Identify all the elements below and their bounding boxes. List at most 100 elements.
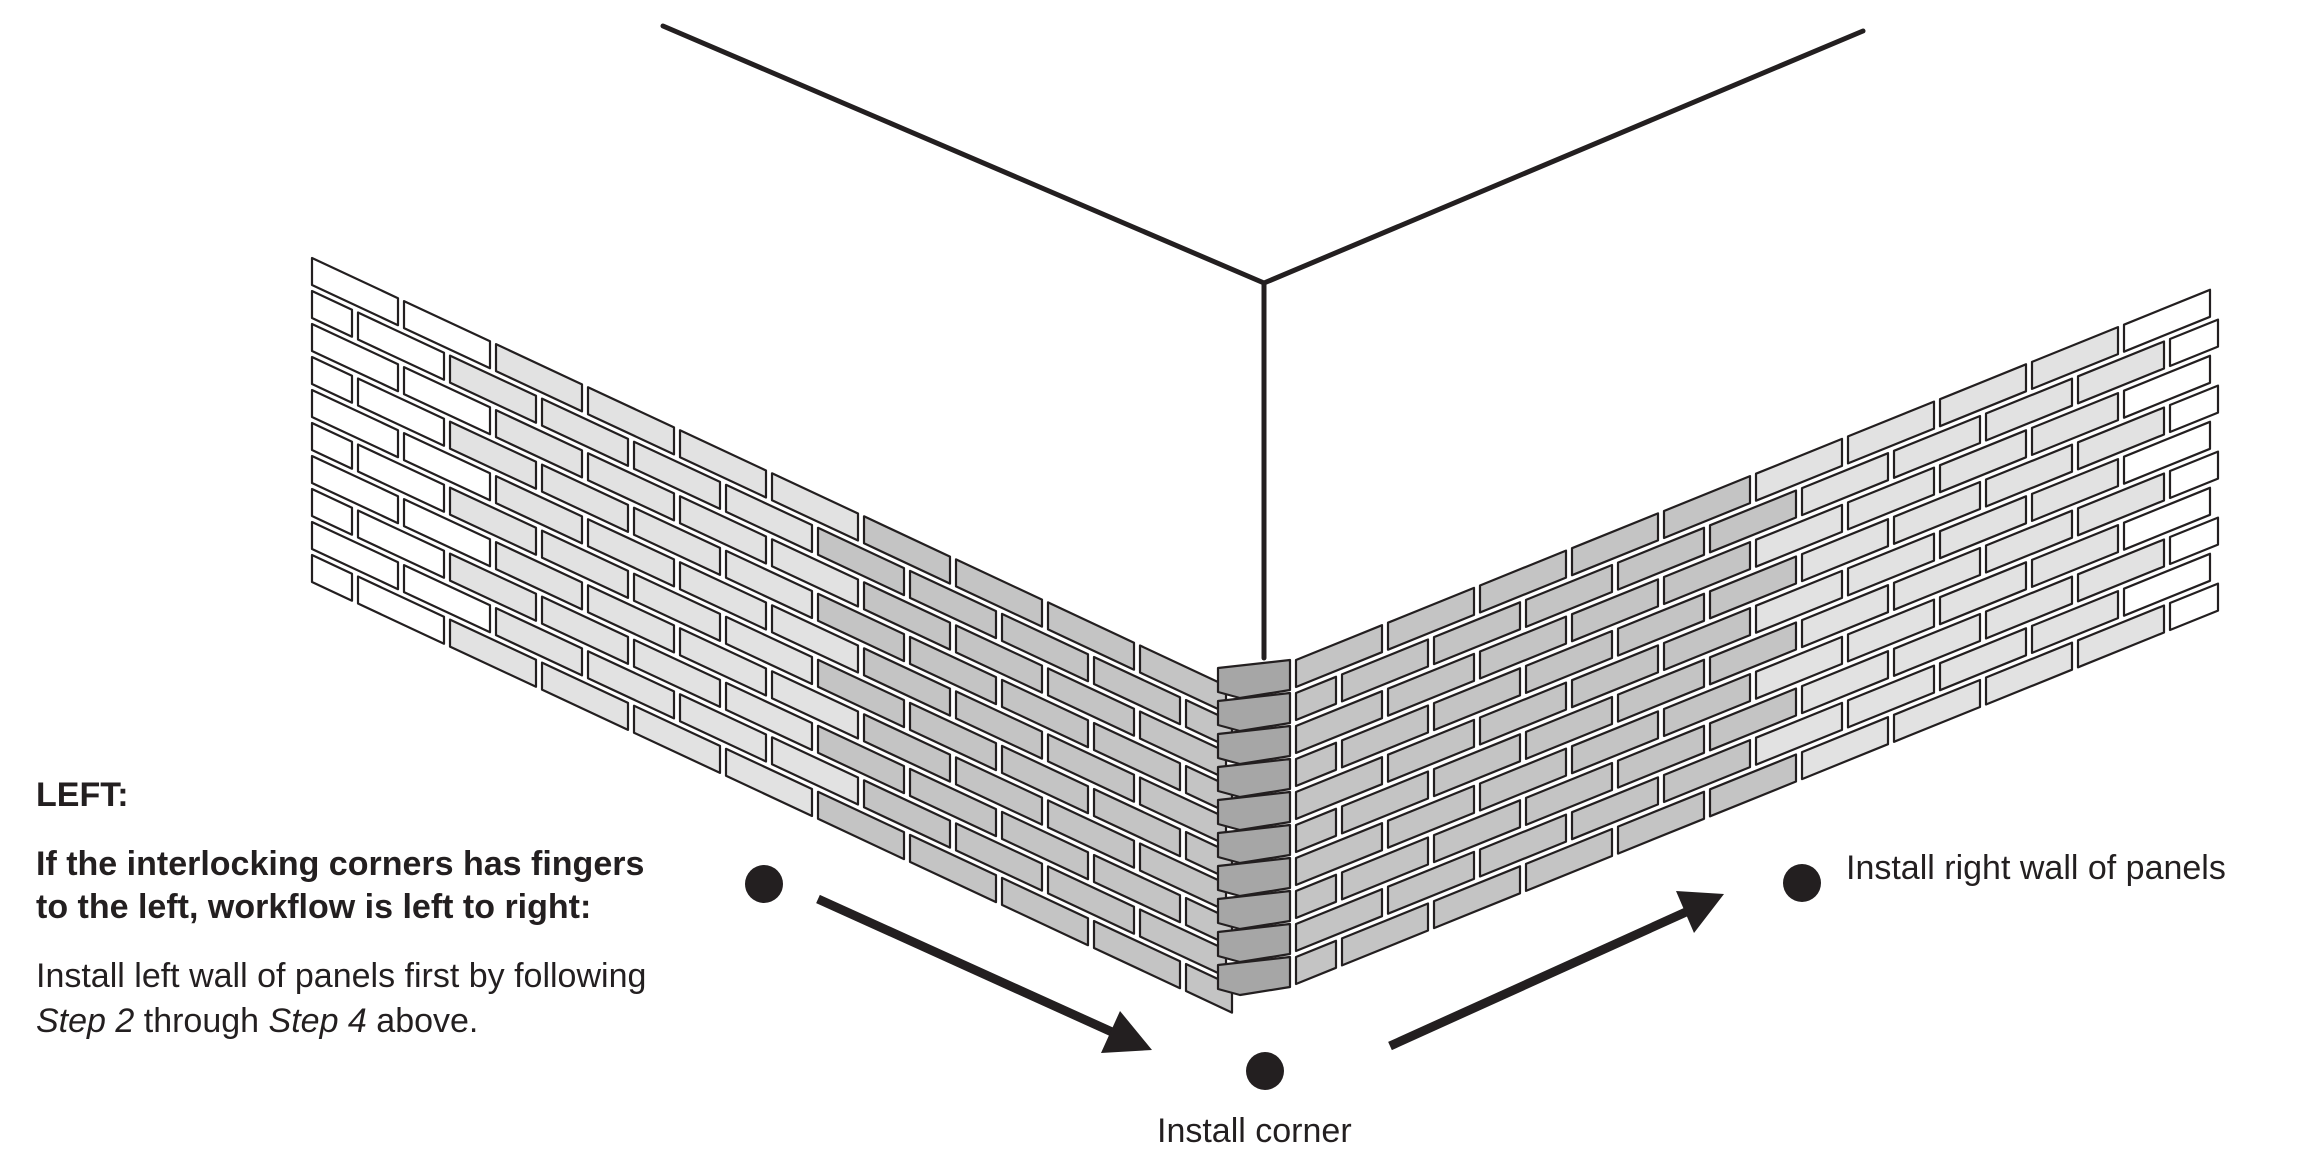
brick [2076,604,2166,669]
brick [862,581,952,651]
brick [1046,865,1136,935]
brick [1570,710,1660,775]
brick [494,606,584,677]
brick [1000,876,1090,947]
brick [770,604,860,674]
brick [1938,495,2028,560]
brick [1524,761,1614,827]
brick [310,388,400,459]
brick [1092,787,1182,858]
brick [2168,582,2220,632]
brick [356,443,446,513]
brick [632,704,722,775]
brick [1046,667,1136,737]
brick [310,355,354,404]
brick [310,322,400,393]
brick [1984,641,2074,706]
brick [1478,813,1568,878]
brick [1846,598,1936,663]
brick [2030,523,2120,589]
brick [862,515,952,585]
brick [310,487,354,536]
brick [1184,962,1234,1014]
brick [862,779,952,849]
above-text: above. [366,1002,479,1040]
brick [1800,584,1890,649]
brick [1892,612,1982,677]
brick [1570,644,1660,709]
brick [908,569,998,640]
brick [1294,822,1384,887]
brick [2076,340,2166,405]
brick [1984,509,2074,574]
brick [724,615,814,686]
brick [540,661,630,732]
brick [586,452,676,522]
brick [2076,406,2166,471]
brick [1708,555,1798,620]
brick [2168,384,2220,434]
brick [1892,546,1982,611]
brick [1478,747,1568,812]
brick [494,409,584,479]
brick [1708,621,1798,686]
corner-piece [1216,922,1292,964]
brick [494,475,584,545]
brick [402,498,492,568]
brick [770,670,860,740]
instruction-line-1: If the interlocking corners has fingers [36,845,645,883]
brick [1524,695,1614,761]
left-wall-bullet [745,865,783,903]
brick [586,386,676,456]
brick [1294,939,1338,986]
brick [862,647,952,717]
brick [1386,718,1476,783]
brick [1616,658,1706,723]
brick [448,486,538,556]
brick [402,563,492,634]
brick [1524,827,1614,893]
brick [1000,810,1090,881]
brick [356,575,446,645]
brick [1524,629,1614,695]
body-line-2: Step 2 through Step 4 above. [36,999,646,1044]
brick [2122,354,2212,419]
brick [1092,721,1182,792]
brick [724,681,814,752]
brick [310,289,354,338]
brick [2030,458,2120,523]
brick [1938,363,2028,428]
brick [1616,526,1706,591]
brick [1524,563,1614,629]
brick [816,790,906,861]
instruction-line-2: to the left, workflow is left to right: [36,888,592,926]
brick [2030,589,2120,655]
brick [1294,888,1384,953]
brick [540,397,630,467]
brick [1570,578,1660,643]
install-corner-label: Install corner [1157,1112,1352,1150]
brick [1432,865,1522,930]
body-line-1: Install left wall of panels first by fol… [36,957,647,995]
brick [678,561,768,631]
brick [1000,678,1090,749]
brick [1092,919,1182,990]
corner-bullet [1246,1052,1284,1090]
brick [1432,601,1522,666]
brick [1800,452,1890,517]
brick [908,767,998,838]
brick [632,440,722,510]
brick [448,618,538,688]
corner-piece [1216,757,1292,799]
brick [1294,873,1338,920]
brick [586,518,676,588]
brick [1800,650,1890,715]
brick [1340,770,1430,835]
brick [494,343,584,413]
brick [632,506,722,577]
brick [1294,741,1338,788]
brick [2168,516,2220,566]
brick [1616,724,1706,789]
brick [908,701,998,772]
brick [1294,624,1384,689]
